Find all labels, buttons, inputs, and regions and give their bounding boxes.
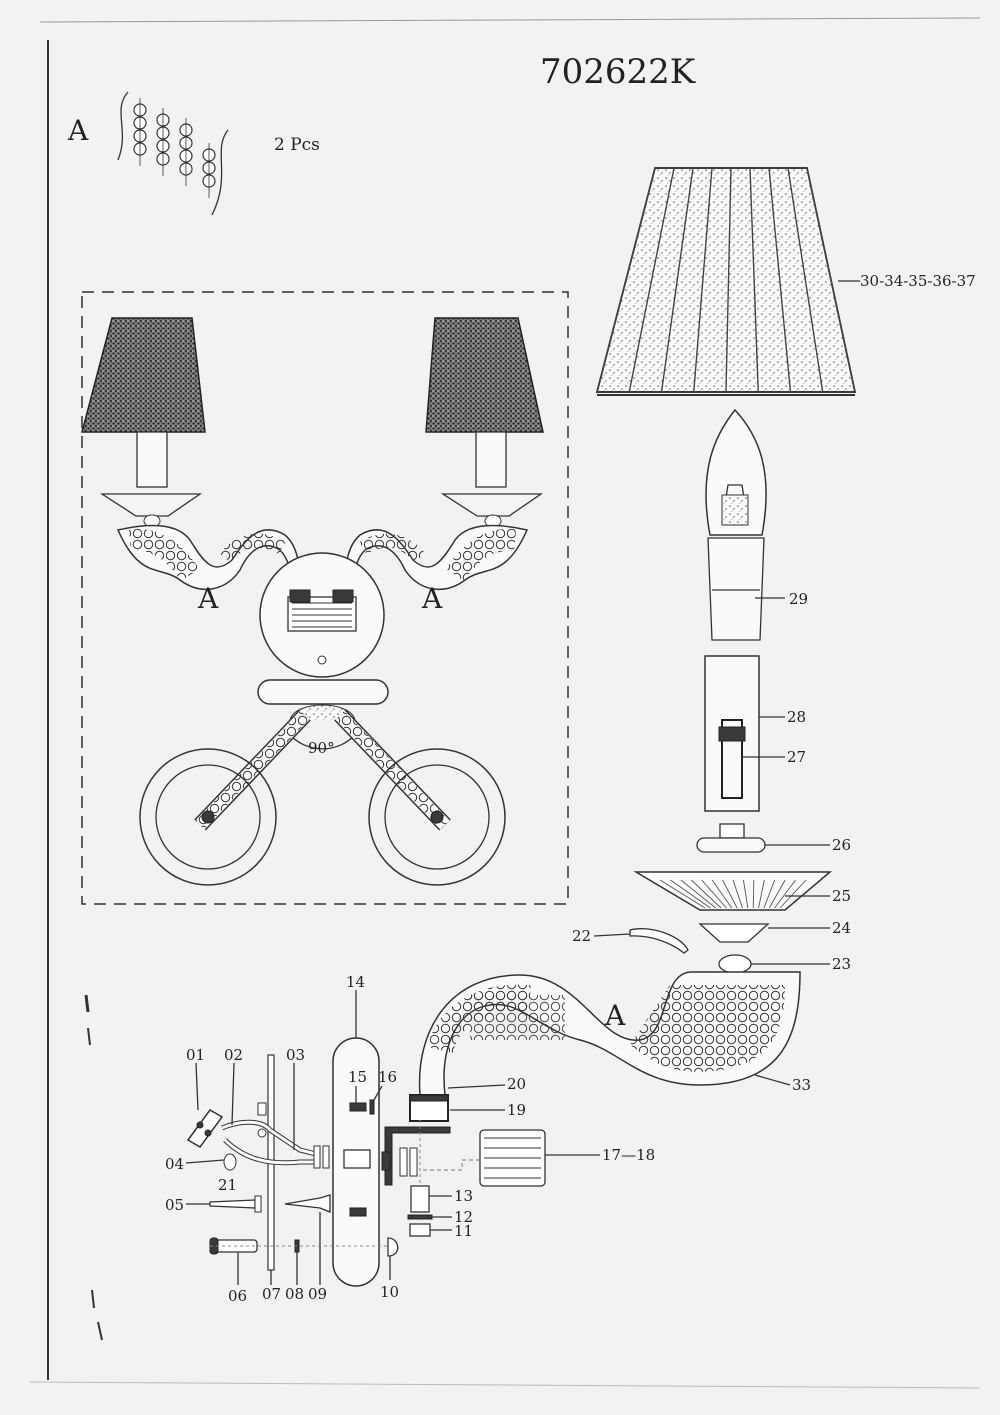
exploded-shade: 30-34-35-36-37 <box>595 167 976 396</box>
part-label-27: 27 <box>787 748 806 766</box>
model-number: 702622K <box>540 52 696 92</box>
page-top-edge <box>39 17 981 23</box>
small-hardware: 13 12 11 10 <box>380 1185 473 1301</box>
part-label-20: 20 <box>507 1075 526 1093</box>
part-label-29: 29 <box>789 590 808 608</box>
part-label-19: 19 <box>507 1101 526 1119</box>
part-label-13: 13 <box>454 1187 473 1205</box>
terminal-block: 17—18 <box>420 1129 655 1187</box>
part-label-21: 21 <box>218 1176 237 1194</box>
part-label-33: 33 <box>792 1076 811 1094</box>
exploded-cup-and-cap: 24 22 23 <box>572 919 851 974</box>
part-label-12: 12 <box>454 1208 473 1226</box>
part-label-23: 23 <box>832 955 851 973</box>
exploded-bobeche: 25 <box>633 871 851 911</box>
part-label-30-37: 30-34-35-36-37 <box>860 272 976 290</box>
callout-a-arm: A <box>604 999 626 1032</box>
page-bottom-edge <box>29 1381 981 1389</box>
part-label-04: 04 <box>165 1155 184 1173</box>
part-label-03: 03 <box>286 1046 305 1064</box>
exploded-arm: A 33 <box>418 971 811 1096</box>
part-label-28: 28 <box>787 708 806 726</box>
part-label-01: 01 <box>186 1046 205 1064</box>
part-label-10: 10 <box>380 1283 399 1301</box>
exploded-bulb: 29 <box>705 408 808 641</box>
callout-a-left: A <box>197 582 219 615</box>
part-label-11: 11 <box>454 1222 473 1240</box>
scan-mark <box>97 1321 103 1341</box>
part-label-09: 09 <box>308 1285 327 1303</box>
assembled-front-view: A A 90° <box>81 317 544 886</box>
part-label-07: 07 <box>262 1285 281 1303</box>
callout-a-right: A <box>421 582 443 615</box>
part-label-08: 08 <box>285 1285 304 1303</box>
exploded-nut-washer: 26 <box>696 823 851 854</box>
bracket: 19 <box>384 1101 526 1186</box>
exploded-candle-sleeve: 28 27 <box>704 655 806 812</box>
part-label-17-18: 17—18 <box>602 1146 655 1164</box>
angle-label: 90° <box>308 739 335 757</box>
part-label-25: 25 <box>832 887 851 905</box>
right-shade <box>425 317 544 433</box>
part-label-06: 06 <box>228 1287 247 1305</box>
canopy-top-view <box>257 679 389 705</box>
scan-mark <box>87 1027 91 1046</box>
part-label-22: 22 <box>572 927 591 945</box>
detail-letter: A <box>67 114 89 147</box>
assembled-view-frame <box>81 291 569 905</box>
part-label-24: 24 <box>832 919 851 937</box>
part-label-26: 26 <box>832 836 851 854</box>
wall-hardware: 07 08 09 05 06 01 02 03 04 2 <box>165 1046 331 1305</box>
detail-a-crystal-strands: A 2 Pcs <box>67 91 320 216</box>
part-label-02: 02 <box>224 1046 243 1064</box>
left-shade <box>81 317 206 433</box>
detail-quantity: 2 Pcs <box>274 135 320 155</box>
part-label-14: 14 <box>346 973 365 991</box>
part-label-15: 15 <box>348 1068 367 1086</box>
mounting-plate: 14 15 16 <box>332 973 418 1287</box>
part-label-05: 05 <box>165 1196 184 1214</box>
part-label-16: 16 <box>378 1068 397 1086</box>
junction-block: 20 <box>409 1075 526 1122</box>
scan-mark <box>91 1289 95 1309</box>
scan-mark <box>84 994 90 1013</box>
